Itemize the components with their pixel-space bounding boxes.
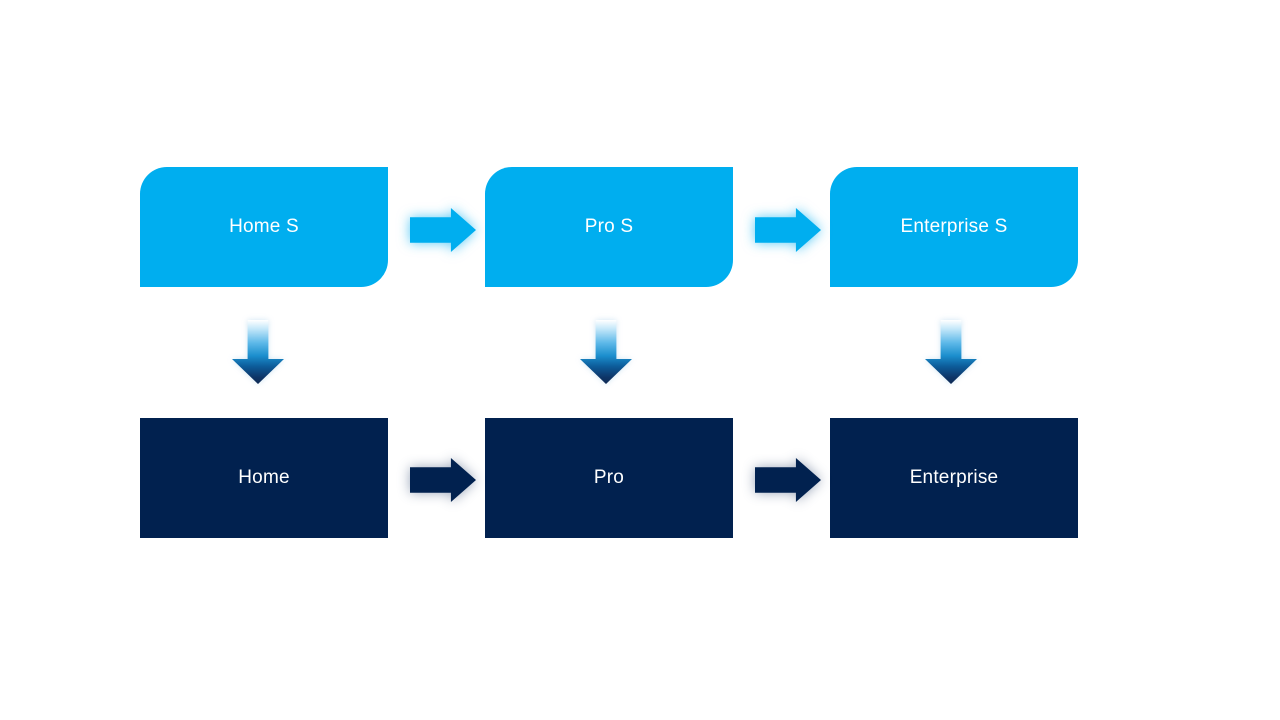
- down-arrow-shape: [580, 320, 632, 384]
- down-arrow-icon: [232, 320, 284, 384]
- box-pro-s: Pro S: [485, 167, 733, 287]
- box-home-s-label: Home S: [229, 216, 299, 237]
- right-arrow-icon: [410, 458, 476, 502]
- box-enterprise-s: Enterprise S: [830, 167, 1078, 287]
- down-arrow-icon: [925, 320, 977, 384]
- right-arrow-shape: [410, 208, 476, 252]
- down-arrow-shape: [925, 320, 977, 384]
- right-arrow-shape: [755, 458, 821, 502]
- box-pro-s-label: Pro S: [584, 216, 634, 237]
- box-enterprise-s-label: Enterprise S: [900, 216, 1008, 237]
- right-arrow-icon: [755, 208, 821, 252]
- right-arrow-icon: [410, 208, 476, 252]
- down-arrow-shape: [232, 320, 284, 384]
- box-pro: Pro: [485, 418, 733, 538]
- box-home-label: Home: [238, 467, 290, 488]
- right-arrow-shape: [755, 208, 821, 252]
- right-arrow-shape: [410, 458, 476, 502]
- box-home: Home: [140, 418, 388, 538]
- box-home-s: Home S: [140, 167, 388, 287]
- box-enterprise-label: Enterprise: [909, 467, 999, 488]
- box-enterprise: Enterprise: [830, 418, 1078, 538]
- down-arrow-icon: [580, 320, 632, 384]
- right-arrow-icon: [755, 458, 821, 502]
- box-pro-label: Pro: [593, 467, 625, 488]
